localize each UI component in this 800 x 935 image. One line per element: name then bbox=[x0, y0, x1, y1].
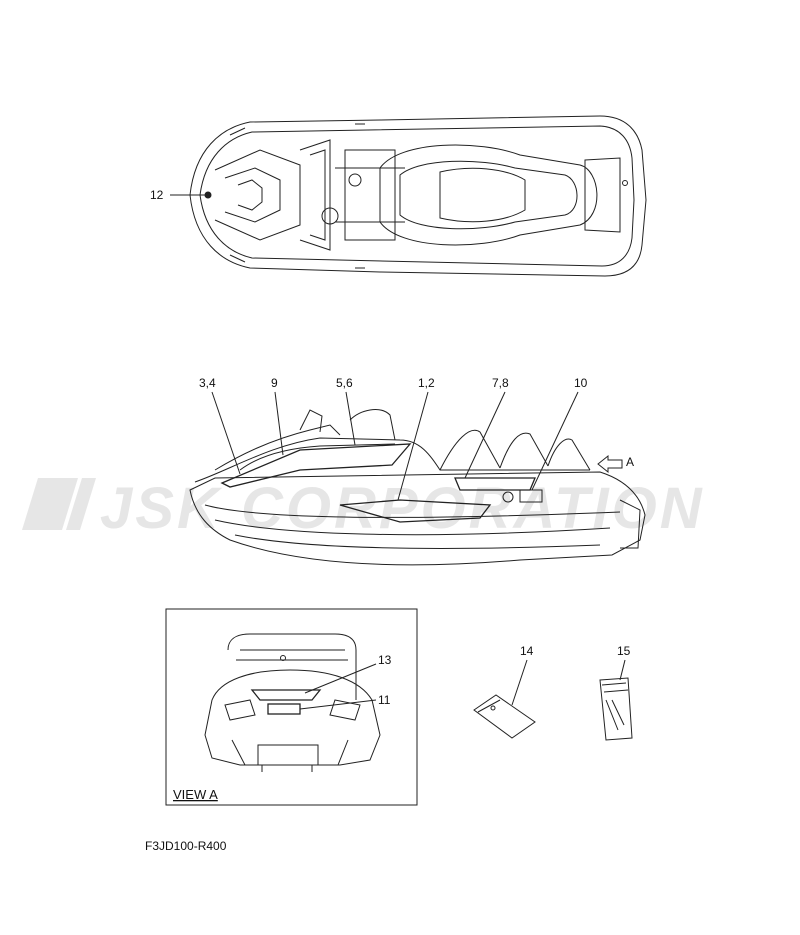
callout-label: 3,4 bbox=[199, 376, 216, 390]
leader-line bbox=[531, 391, 579, 491]
callout-label: 1,2 bbox=[418, 376, 435, 390]
leader-line bbox=[345, 391, 356, 446]
side-hull-outline bbox=[189, 471, 646, 566]
callout-12-group: 12 bbox=[150, 188, 205, 202]
watermark-text: JSK CORPORATION bbox=[100, 476, 705, 541]
leader-line bbox=[464, 391, 506, 479]
part-15-group: 15 bbox=[599, 644, 633, 741]
callout-label: 15 bbox=[617, 644, 631, 658]
callout-label: A bbox=[626, 455, 634, 469]
part-14-pouch-icon bbox=[473, 694, 536, 739]
side-view-watercraft bbox=[189, 409, 646, 566]
part-14-group: 14 bbox=[473, 644, 536, 739]
callout-label: 11 bbox=[378, 693, 391, 707]
view-arrow-icon bbox=[597, 454, 623, 474]
top-hull-outline bbox=[189, 115, 647, 277]
watermark: JSK CORPORATION bbox=[22, 476, 705, 541]
diagram-code: F3JD100-R400 bbox=[145, 839, 227, 853]
leader-line bbox=[619, 659, 626, 681]
callout-label: 9 bbox=[271, 376, 278, 390]
callout-label: 7,8 bbox=[492, 376, 509, 390]
view-a-frame bbox=[165, 608, 418, 806]
top-view-watercraft bbox=[189, 115, 647, 277]
leader-line bbox=[511, 659, 528, 706]
part-15-sheet-icon bbox=[599, 677, 633, 741]
callout-label: 14 bbox=[520, 644, 534, 658]
leader-line bbox=[274, 391, 284, 456]
watermark-logo-mark bbox=[22, 478, 96, 530]
callout-label: 13 bbox=[378, 653, 392, 667]
callout-label: 10 bbox=[574, 376, 588, 390]
leader-line bbox=[299, 699, 377, 710]
view-a-callouts: 13 11 bbox=[299, 653, 392, 710]
view-a-panel: 13 11 VIEW A bbox=[165, 608, 418, 806]
callout-label: 5,6 bbox=[336, 376, 353, 390]
side-view-callouts: 3,4 9 5,6 1,2 7,8 10 A bbox=[199, 376, 634, 501]
leader-line bbox=[397, 391, 429, 501]
leader-line bbox=[304, 663, 377, 694]
rear-view-watercraft bbox=[204, 633, 381, 772]
view-a-label: VIEW A bbox=[173, 787, 218, 802]
leader-line bbox=[211, 391, 241, 475]
callout-label: 12 bbox=[150, 188, 164, 202]
